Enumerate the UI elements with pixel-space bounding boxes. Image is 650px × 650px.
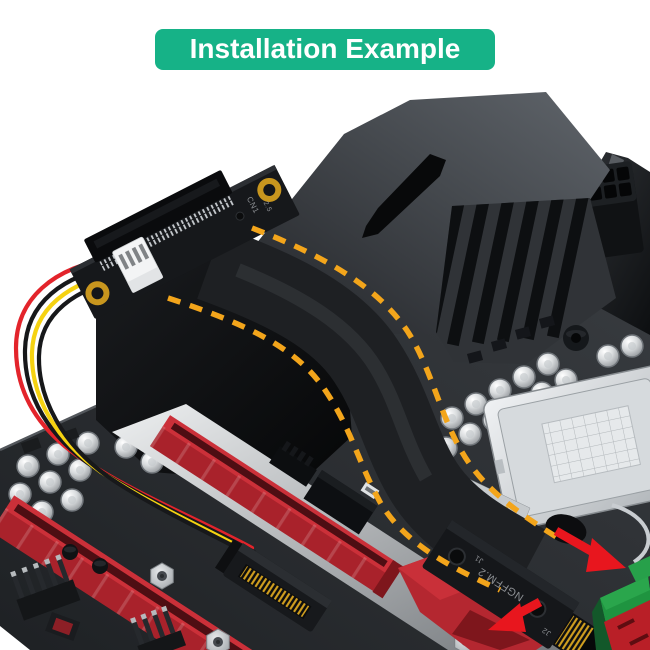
clip-slit <box>629 633 649 646</box>
pcie-riser-card: CN1 2.5 <box>69 164 300 319</box>
mount-hole <box>91 287 104 300</box>
capacitor <box>16 454 40 478</box>
floppy-slot <box>118 253 130 270</box>
route-dash-far <box>251 225 560 541</box>
heatsink-slash-cutout <box>362 154 446 238</box>
mount-hole <box>263 183 276 196</box>
wire-black <box>36 275 263 563</box>
ribbon-sheen <box>235 263 433 482</box>
smd-component <box>20 437 42 454</box>
floppy-base <box>127 266 164 293</box>
riser-silkscreen-thickness: 2.5 <box>262 200 273 213</box>
sata-top <box>238 543 332 609</box>
board-corner-cut <box>0 626 30 650</box>
red-arrow-icon <box>488 598 543 632</box>
riser-slot-groove <box>93 178 221 249</box>
slot-groove <box>13 503 265 650</box>
capacitor <box>536 352 560 376</box>
heatsink-fins <box>436 198 590 349</box>
title-banner: Installation Example <box>155 29 495 70</box>
socket-notch <box>494 459 506 475</box>
m2-top-bevel <box>446 520 580 612</box>
banner-title: Installation Example <box>190 33 461 64</box>
slot-endcap <box>372 559 404 599</box>
pin-header-b <box>130 605 187 650</box>
green-ssd-pcb <box>592 556 650 650</box>
board-knob <box>62 544 78 560</box>
ribbon-cable <box>197 227 547 598</box>
clip-slit <box>617 618 635 630</box>
socket-lever <box>611 503 650 564</box>
pcie-slot-upper <box>149 415 404 599</box>
m2-screw-hole <box>447 547 466 566</box>
slot-groove <box>170 422 388 568</box>
direction-arrows <box>488 527 626 632</box>
capacitor <box>596 344 620 368</box>
rubber-grommet <box>563 325 589 351</box>
pin-header-a <box>10 554 81 621</box>
riser-screw <box>235 211 245 221</box>
floppy-power-connector <box>112 236 164 293</box>
ssd-pcb-top <box>600 576 650 610</box>
board-knob <box>92 558 108 574</box>
fan-header <box>269 440 317 487</box>
gold-fingers <box>555 615 594 650</box>
floppy-slot <box>138 243 150 260</box>
floppy-slot <box>131 246 143 263</box>
m2-silkscreen-j1: J1 <box>473 553 485 565</box>
sata-wire-cap <box>215 539 246 576</box>
cable-route-dashes <box>167 225 560 593</box>
sata-gold-pins <box>240 565 310 618</box>
ssd-pcb-side <box>592 598 612 650</box>
m2-adapter-card: NGFFM.2 J2 J1 <box>422 520 620 650</box>
sata-power-connector <box>215 539 332 632</box>
banner-background <box>155 29 495 70</box>
capacitor <box>458 422 482 446</box>
route-dash-near <box>167 295 502 593</box>
bios-chip <box>45 612 81 642</box>
capacitor <box>620 334 644 358</box>
capacitor <box>38 470 62 494</box>
red-arrow-icon <box>553 527 626 572</box>
capacitor <box>512 365 536 389</box>
power-wires <box>13 255 263 563</box>
mosfet-row <box>466 315 556 364</box>
slot-ribs <box>149 426 390 594</box>
ssd-pcb-bar <box>628 556 650 582</box>
floppy-slot <box>124 250 136 267</box>
m2-silkscreen-j2: J2 <box>540 626 552 638</box>
chipset-block <box>303 470 378 535</box>
socket-pin-grid <box>541 405 641 483</box>
capacitor <box>60 488 84 512</box>
